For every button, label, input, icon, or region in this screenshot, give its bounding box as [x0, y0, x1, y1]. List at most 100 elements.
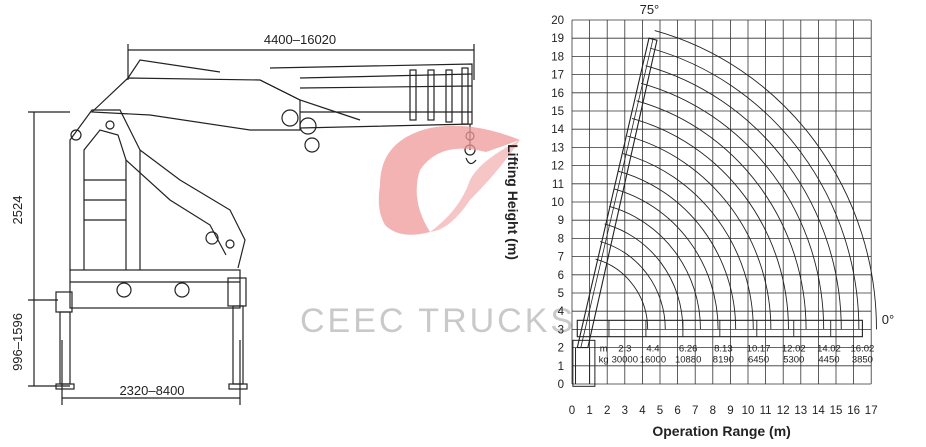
- reach-arc: [654, 30, 877, 330]
- base-hole-right: [174, 282, 190, 298]
- load-table-load: 10880: [675, 355, 701, 366]
- load-table-range: 10.17: [747, 344, 771, 355]
- table-unit-m: m: [600, 344, 608, 355]
- load-table-load: 3850: [852, 355, 873, 366]
- reach-arc: [636, 100, 807, 330]
- x-tick-label: 2: [604, 405, 610, 417]
- y-tick-label: 2: [558, 343, 564, 355]
- x-tick-label: 0: [569, 405, 575, 417]
- reach-arc: [618, 170, 737, 330]
- angle-min-label: 0°: [882, 312, 894, 327]
- lift-cylinder-inner: [125, 159, 227, 256]
- x-tick-label: 9: [727, 405, 733, 417]
- x-tick-label: 8: [710, 405, 716, 417]
- x-tick-label: 6: [674, 405, 680, 417]
- x-tick-label: 4: [639, 405, 646, 417]
- reach-arc: [613, 188, 719, 330]
- tele-section-3: [445, 69, 453, 123]
- load-table-range: 12.02: [782, 344, 806, 355]
- reach-arc: [604, 223, 684, 330]
- y-tick-label: 19: [551, 33, 564, 45]
- angle-max-label: 75°: [640, 2, 660, 17]
- tele-section-2: [427, 69, 435, 121]
- y-tick-label: 20: [551, 15, 564, 27]
- tele-line-1: [299, 73, 473, 79]
- load-table-load: 16000: [640, 355, 666, 366]
- load-table-range: 4.4: [646, 344, 659, 355]
- y-tick-label: 16: [551, 88, 564, 100]
- x-tick-label: 14: [812, 405, 825, 417]
- y-tick-label: 6: [558, 270, 564, 282]
- dim-lower-height: 996–1596: [10, 313, 25, 371]
- y-tick-label: 15: [551, 106, 564, 118]
- x-tick-label: 15: [830, 405, 843, 417]
- load-table-load: 6450: [748, 355, 769, 366]
- x-tick-label: 11: [760, 405, 772, 417]
- column-pin-2: [105, 120, 115, 130]
- outrigger-foot-right: [228, 383, 248, 390]
- y-tick-label: 11: [552, 179, 564, 191]
- y-tick-label: 1: [558, 361, 564, 373]
- y-tick-label: 12: [551, 161, 564, 173]
- x-tick-label: 13: [794, 405, 807, 417]
- reach-arc: [622, 153, 754, 330]
- boom-75deg: [576, 37, 658, 349]
- dim-top-span: 4400–16020: [264, 32, 336, 47]
- dim-height: 2524: [10, 196, 25, 225]
- outrigger-foot-left: [55, 383, 75, 390]
- load-table-range: 16.02: [851, 344, 875, 355]
- boom-link: [127, 59, 221, 79]
- y-tick-label: 3: [558, 324, 564, 336]
- knuckle-joint-3: [304, 137, 320, 153]
- y-tick-label: 13: [551, 142, 564, 154]
- reach-arc: [627, 135, 772, 330]
- tele-line-2: [299, 85, 473, 89]
- y-tick-label: 9: [558, 215, 564, 227]
- load-table-range: 2.3: [618, 344, 631, 355]
- y-tick-label: 7: [558, 252, 564, 264]
- reach-arc: [631, 118, 789, 330]
- watermark-text: CEEC TRUCKS: [300, 302, 576, 340]
- load-table-load: 8190: [713, 355, 734, 366]
- x-tick-label: 10: [742, 405, 755, 417]
- load-table-range: 8.13: [714, 344, 733, 355]
- reach-arc: [609, 205, 701, 330]
- boom-0deg: [576, 319, 863, 338]
- crane-column: [69, 109, 141, 270]
- outrigger-leg-right: [232, 305, 244, 385]
- x-tick-label: 3: [622, 405, 628, 417]
- crane-side-view: [28, 44, 477, 405]
- x-tick-label: 16: [847, 405, 860, 417]
- knuckle-joint: [281, 109, 299, 127]
- load-table-load: 5300: [783, 355, 804, 366]
- telescopic-boom: [269, 63, 473, 129]
- reach-arc: [640, 82, 825, 330]
- load-table-range: 6.26: [679, 344, 698, 355]
- knuckle-joint-2: [299, 117, 317, 135]
- y-tick-label: 14: [551, 124, 564, 136]
- lift-cylinder: [139, 149, 246, 269]
- x-tick-label: 7: [692, 405, 698, 417]
- x-axis-label: Operation Range (m): [652, 423, 790, 439]
- load-table-load: 30000: [612, 355, 638, 366]
- y-axis-label: Lifting Height (m): [505, 144, 521, 260]
- reach-arc: [599, 241, 666, 330]
- y-tick-label: 4: [558, 306, 565, 318]
- table-unit-kg: kg: [599, 355, 609, 366]
- y-tick-label: 8: [558, 233, 564, 245]
- column-pin: [70, 129, 82, 141]
- main-boom: [90, 77, 301, 131]
- watermark-logo: [378, 125, 520, 235]
- reach-arc: [645, 65, 842, 330]
- tele-section-1: [409, 69, 417, 121]
- y-tick-label: 5: [558, 288, 564, 300]
- y-tick-label: 17: [551, 70, 564, 82]
- reach-arc: [595, 258, 649, 330]
- cylinder-pin-2: [225, 239, 235, 249]
- cylinder-pin: [205, 231, 219, 245]
- x-tick-label: 17: [865, 405, 878, 417]
- y-tick-label: 10: [551, 197, 564, 209]
- load-table-load: 4450: [818, 355, 839, 366]
- load-table-range: 14.02: [817, 344, 841, 355]
